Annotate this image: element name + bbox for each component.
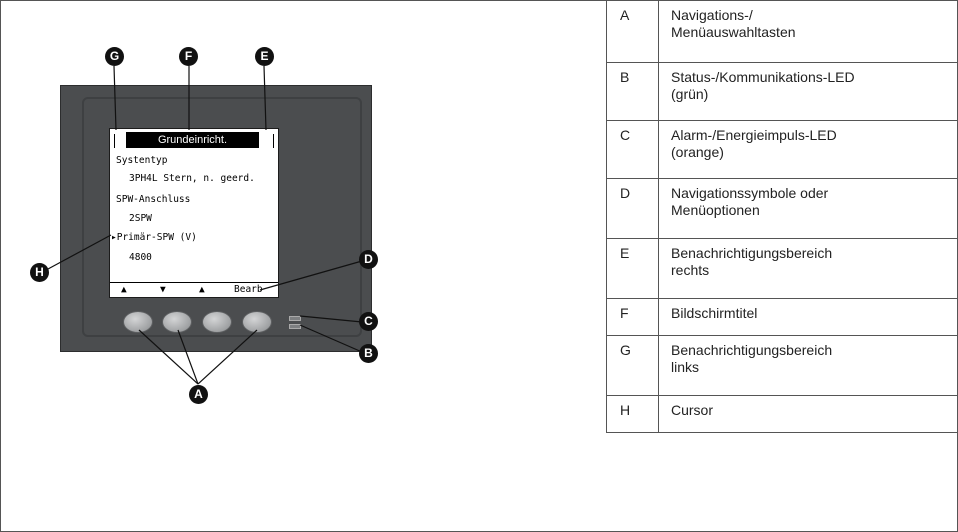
- legend-key: D: [606, 178, 659, 239]
- softkey-bar: ▲ ▼ ▲ Bearb: [110, 282, 278, 297]
- legend-key: H: [606, 395, 659, 433]
- screen-line-vt-connection-value: 2SPW: [129, 213, 152, 224]
- legend-row: C Alarm-/Energieimpuls-LED (orange): [606, 120, 958, 179]
- legend-row: G Benachrichtigungsbereich links: [606, 335, 958, 396]
- legend-description: Alarm-/Energieimpuls-LED (orange): [658, 120, 958, 179]
- callout-a: A: [189, 385, 208, 404]
- legend-description: Status-/Kommunikations-LED (grün): [658, 62, 958, 121]
- legend-key: F: [606, 298, 659, 336]
- legend-row: H Cursor: [606, 395, 958, 433]
- legend-key: E: [606, 238, 659, 299]
- alarm-led: [289, 316, 301, 321]
- legend-description: Navigationssymbole oder Menüoptionen: [658, 178, 958, 239]
- softkey-down-icon: ▼: [160, 284, 166, 295]
- screen-line-system-type-label: Systentyp: [116, 155, 168, 166]
- callout-f: F: [179, 47, 198, 66]
- meter-illustration: Grundeinricht. Systentyp 3PH4L Stern, n.…: [30, 47, 378, 404]
- right-notification-area: [273, 134, 274, 148]
- nav-button-2[interactable]: [162, 311, 192, 333]
- screen-line-system-type-value: 3PH4L Stern, n. geerd.: [129, 173, 255, 184]
- legend-row: D Navigationssymbole oder Menüoptionen: [606, 178, 958, 239]
- status-led: [289, 324, 301, 329]
- legend-row: B Status-/Kommunikations-LED (grün): [606, 62, 958, 121]
- legend-description: Cursor: [658, 395, 958, 433]
- nav-button-1[interactable]: [123, 311, 153, 333]
- left-notification-area: [114, 134, 115, 148]
- screen-line-primary-vt-value: 4800: [129, 252, 152, 263]
- callout-e: E: [255, 47, 274, 66]
- softkey-up-icon: ▲: [121, 284, 127, 295]
- callout-h: H: [30, 263, 49, 282]
- legend-key: C: [606, 120, 659, 179]
- callout-d: D: [359, 250, 378, 269]
- screen-line-vt-connection-label: SPW-Anschluss: [116, 194, 191, 205]
- legend-description: Benachrichtigungsbereich links: [658, 335, 958, 396]
- callout-g: G: [105, 47, 124, 66]
- screen-title: Grundeinricht.: [126, 132, 259, 148]
- legend-description: Navigations-/ Menüauswahltasten: [658, 0, 958, 63]
- legend-key: A: [606, 0, 659, 63]
- legend-description: Bildschirmtitel: [658, 298, 958, 336]
- legend-row: F Bildschirmtitel: [606, 298, 958, 336]
- legend-description: Benachrichtigungsbereich rechts: [658, 238, 958, 299]
- callout-c: C: [359, 312, 378, 331]
- screen-line-primary-vt-label: ▸Primär-SPW (V): [111, 232, 197, 243]
- legend-table: A Navigations-/ Menüauswahltasten B Stat…: [606, 0, 958, 433]
- legend-row: A Navigations-/ Menüauswahltasten: [606, 0, 958, 63]
- legend-key: G: [606, 335, 659, 396]
- lcd-screen: Grundeinricht. Systentyp 3PH4L Stern, n.…: [109, 128, 279, 298]
- callout-b: B: [359, 344, 378, 363]
- softkey-up-icon-2: ▲: [199, 284, 205, 295]
- cursor-icon: ▸: [111, 232, 117, 243]
- nav-button-3[interactable]: [202, 311, 232, 333]
- legend-key: B: [606, 62, 659, 121]
- legend-row: E Benachrichtigungsbereich rechts: [606, 238, 958, 299]
- softkey-edit-label: Bearb: [234, 284, 263, 295]
- screen-title-row: Grundeinricht.: [110, 132, 278, 148]
- nav-button-4[interactable]: [242, 311, 272, 333]
